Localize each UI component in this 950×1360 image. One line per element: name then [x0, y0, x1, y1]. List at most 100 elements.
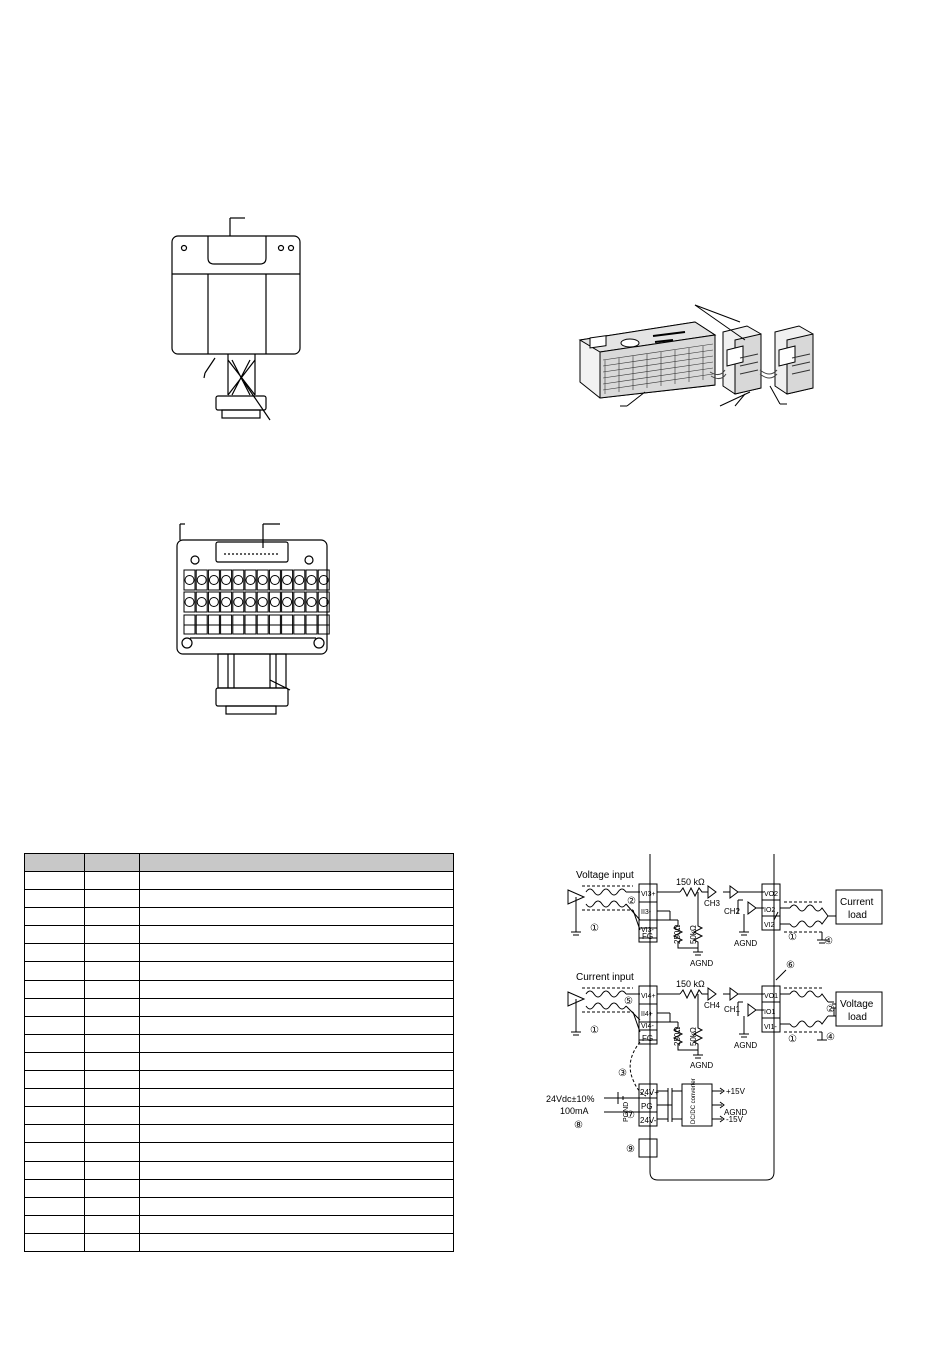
- table-row: [24, 1142, 454, 1162]
- resistor-150k-label: 150 kΩ: [676, 877, 705, 887]
- table-cell: [84, 1088, 140, 1108]
- wiring-diagram: Voltage input Current input 150 kΩ 150 k…: [546, 854, 883, 1181]
- terminal-label-slot: [207, 614, 220, 626]
- marker: ⑦: [626, 1110, 635, 1121]
- resistor-50k-label: 50kΩ: [689, 1027, 698, 1046]
- terminal-label: VI4-: [641, 1023, 655, 1030]
- terminal-screw: [282, 575, 293, 585]
- table-cell: [84, 1033, 140, 1053]
- table-row: [24, 1033, 454, 1053]
- terminal-label: VI2: [764, 922, 775, 929]
- table-row: [24, 1196, 454, 1216]
- terminal-label-slot: [293, 614, 306, 626]
- terminal-screw: [294, 575, 305, 585]
- terminal-label: IO1: [764, 1009, 775, 1016]
- table-row: [24, 1232, 454, 1252]
- minus-15v-label: -15V: [726, 1115, 744, 1124]
- marker: ⑧: [574, 1120, 583, 1131]
- table-row: [24, 889, 454, 909]
- voltage-load-label: Voltage: [840, 999, 874, 1010]
- terminal-label: II3-: [641, 909, 652, 916]
- terminal-label-slot: [293, 624, 306, 635]
- terminal-slot: [244, 591, 257, 613]
- terminal-label-slot: [244, 624, 257, 635]
- marker: ③: [618, 1068, 627, 1079]
- table-cell: [24, 1033, 85, 1053]
- terminal-label-slot: [305, 624, 318, 635]
- terminal-label: VI1-: [764, 1024, 778, 1031]
- pin-table: [24, 853, 454, 1252]
- terminal-slot: [183, 569, 196, 591]
- terminal-slot: [220, 569, 233, 591]
- table-cell: [84, 1196, 140, 1216]
- terminal-label-slot: [232, 614, 245, 626]
- terminal-screw: [269, 597, 280, 607]
- table-cell: [24, 1088, 85, 1108]
- terminal-screw: [184, 575, 195, 585]
- table-cell: [139, 961, 454, 981]
- terminal-screw: [221, 575, 232, 585]
- resistor-150k-label: 150 kΩ: [676, 979, 705, 989]
- table-row: [24, 907, 454, 927]
- terminal-label-slot: [268, 624, 281, 635]
- agnd-label: AGND: [690, 1061, 713, 1070]
- marker: ①: [590, 1025, 599, 1036]
- plc-expansion-diagram: [578, 304, 814, 407]
- table-cell: [139, 1015, 454, 1035]
- terminal-label-slot: [256, 614, 269, 626]
- terminal-screw: [196, 575, 207, 585]
- table-cell: [84, 870, 140, 891]
- voltage-input-label: Voltage input: [576, 870, 634, 881]
- table-row: [24, 1178, 454, 1198]
- terminal-label: FG: [642, 932, 653, 941]
- terminal-slot: [232, 569, 245, 591]
- table-cell: [24, 1178, 85, 1198]
- marker: ②: [826, 1004, 835, 1015]
- terminal-slot: [268, 569, 281, 591]
- table-cell: [84, 979, 140, 999]
- power-terminal-label: 24V+: [640, 1088, 659, 1097]
- table-cell: [139, 943, 454, 963]
- terminal-screw: [184, 597, 195, 607]
- terminal-label-slot: [281, 624, 294, 635]
- table-row: [24, 1051, 454, 1072]
- terminal-label-slot: [195, 624, 208, 635]
- terminal-slot: [244, 569, 257, 591]
- marker: ⑤: [624, 996, 633, 1007]
- terminal-label-slot: [195, 614, 208, 626]
- table-cell: [139, 870, 454, 891]
- terminal-screw: [269, 575, 280, 585]
- terminal-label-slot: [220, 624, 233, 635]
- table-cell: [24, 1160, 85, 1180]
- table-header-cell: [24, 853, 85, 872]
- table-cell: [24, 925, 85, 945]
- terminal-label-slot: [281, 614, 294, 626]
- table-header-cell: [139, 853, 454, 872]
- terminal-slot: [305, 591, 318, 613]
- terminal-screw: [245, 575, 256, 585]
- table-cell: [139, 1051, 454, 1072]
- terminal-slot: [220, 591, 233, 613]
- terminal-slot: [293, 569, 306, 591]
- terminal-label-slot: [183, 614, 196, 626]
- terminal-screw: [306, 597, 317, 607]
- table-row: [24, 1015, 454, 1035]
- table-cell: [24, 997, 85, 1017]
- ch3-label: CH3: [704, 899, 721, 908]
- table-cell: [139, 979, 454, 999]
- terminal-label: VI3+: [641, 891, 656, 898]
- terminal-screw: [257, 597, 268, 607]
- agnd-label: AGND: [734, 939, 757, 948]
- table-cell: [139, 1160, 454, 1180]
- current-input-label: Current input: [576, 972, 634, 983]
- table-cell: [139, 1214, 454, 1234]
- table-cell: [24, 1196, 85, 1216]
- terminal-label-slot: [317, 624, 330, 635]
- marker: ⑥: [786, 960, 795, 971]
- terminal-screw: [196, 597, 207, 607]
- ch1-label: CH1: [724, 1005, 741, 1014]
- table-cell: [84, 1124, 140, 1144]
- current-load-label: load: [848, 910, 867, 921]
- terminal-screw: [208, 597, 219, 607]
- table-cell: [139, 1232, 454, 1252]
